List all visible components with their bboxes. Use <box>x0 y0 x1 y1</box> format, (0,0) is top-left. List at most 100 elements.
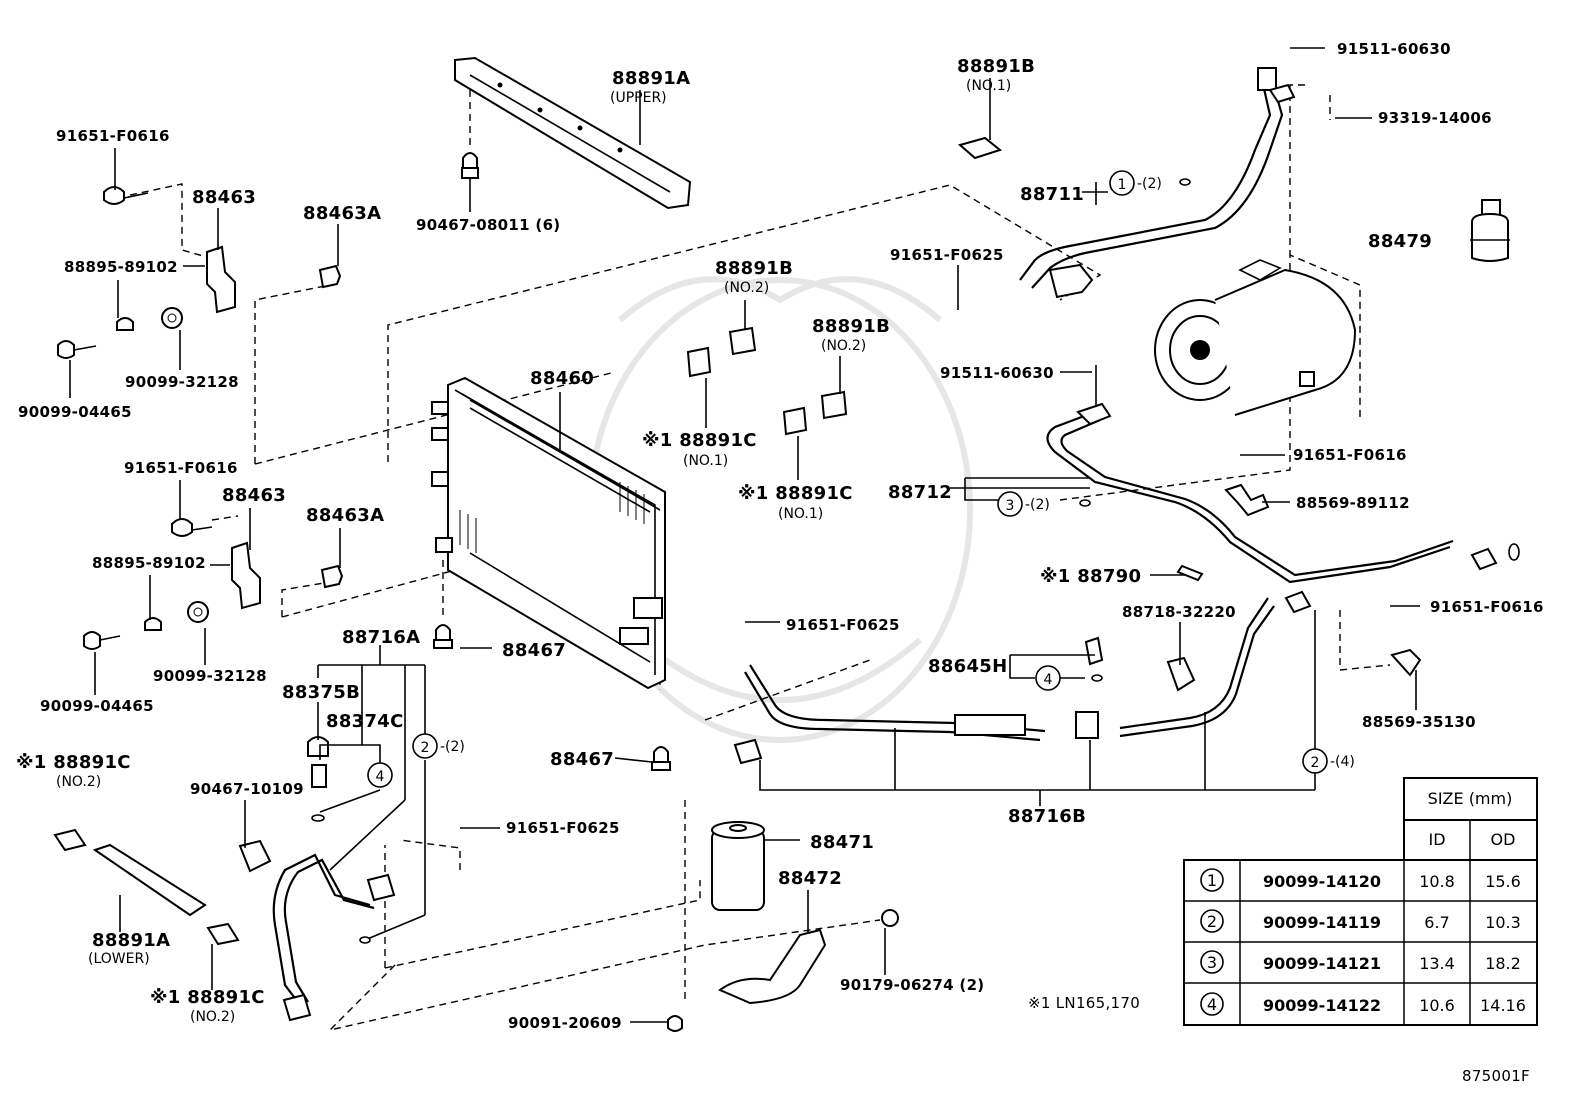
label-90099-32128-b: 90099-32128 <box>153 667 267 685</box>
table-col-od: OD <box>1491 830 1516 849</box>
label-88891A-lower-sub: (LOWER) <box>88 951 150 967</box>
label-88463-b: 88463 <box>222 485 286 506</box>
label-91651-F0625-c: 91651-F0625 <box>506 819 620 837</box>
label-88463A-a: 88463A <box>303 203 381 224</box>
footnote: ※1 LN165,170 <box>1028 994 1140 1012</box>
label-88479: 88479 <box>1368 231 1432 252</box>
label-88891B-no1: 88891B <box>957 56 1035 77</box>
table-cell-id: 10.8 <box>1419 872 1455 891</box>
label-88891A-upper: 88891A <box>612 68 690 89</box>
label-88891A-upper-sub: (UPPER) <box>610 90 667 106</box>
label-88569-35130: 88569-35130 <box>1362 713 1476 731</box>
label-88891C-no1-a: ※1 88891C <box>642 430 757 451</box>
table-cell-mark: 2 <box>1207 912 1217 931</box>
label-91511-60630-mid: 91511-60630 <box>940 364 1054 382</box>
label-88375B: 88375B <box>282 682 360 703</box>
label-88891B-no2-b-sub: (NO.2) <box>821 338 866 354</box>
label-88471: 88471 <box>810 832 874 853</box>
ref-88716B-qty: -(4) <box>1330 754 1355 770</box>
table-row: 2 90099-14119 6.7 10.3 <box>1200 909 1521 933</box>
rubber-pads <box>686 136 1003 436</box>
label-88891B-no2-a: 88891B <box>715 258 793 279</box>
table-cell-part: 90099-14119 <box>1263 913 1381 932</box>
ref-88374C-num: 4 <box>376 769 385 785</box>
table-cell-od: 14.16 <box>1480 996 1526 1015</box>
label-88895-89102-b: 88895-89102 <box>92 554 206 572</box>
table-cell-od: 18.2 <box>1485 954 1521 973</box>
label-88718-32220: 88718-32220 <box>1122 603 1236 621</box>
label-88472: 88472 <box>778 868 842 889</box>
part-labels: 88891A (UPPER) 90467-08011 (6) 88891B (N… <box>16 40 1543 1085</box>
ref-88716B-num: 2 <box>1311 755 1320 771</box>
label-88891C-no2-b-sub: (NO.2) <box>190 1009 235 1025</box>
label-91651-F0616-c: 91651-F0616 <box>1293 446 1407 464</box>
hose-88716A <box>238 839 396 1022</box>
label-88712: 88712 <box>888 482 952 503</box>
ref-88711-qty: -(2) <box>1137 176 1162 192</box>
grommets-88467 <box>433 560 671 771</box>
ref-88712-qty: -(2) <box>1025 497 1050 513</box>
table-row: 4 90099-14122 10.6 14.16 <box>1200 992 1526 1016</box>
label-88891B-no2-b: 88891B <box>812 316 890 337</box>
table-cell-part: 90099-14120 <box>1263 872 1381 891</box>
label-88891C-no1-b-sub: (NO.1) <box>778 506 823 522</box>
table-cell-part: 90099-14122 <box>1263 996 1381 1015</box>
compressor <box>1154 259 1357 416</box>
label-88467-a: 88467 <box>502 640 566 661</box>
label-90091-20609: 90091-20609 <box>508 1014 622 1032</box>
upper-support-bracket <box>454 56 692 210</box>
label-88891B-no2-a-sub: (NO.2) <box>724 280 769 296</box>
label-88463A-b: 88463A <box>306 505 384 526</box>
table-cell-id: 10.6 <box>1419 996 1455 1015</box>
ref-88711-num: 1 <box>1118 177 1127 193</box>
table-row: 1 90099-14120 10.8 15.6 <box>1200 868 1521 892</box>
label-90467-08011: 90467-08011 (6) <box>416 216 560 234</box>
label-88895-89102-a: 88895-89102 <box>64 258 178 276</box>
lower-left-pads <box>53 828 240 946</box>
table-cell-part: 90099-14121 <box>1263 954 1381 973</box>
table-cell-mark: 1 <box>1207 871 1217 890</box>
label-88467-b: 88467 <box>550 749 614 770</box>
label-88716B: 88716B <box>1008 806 1086 827</box>
diagram-id: 875001F <box>1462 1067 1530 1085</box>
label-88463-a: 88463 <box>192 187 256 208</box>
table-row: 3 90099-14121 13.4 18.2 <box>1200 950 1521 974</box>
table-title: SIZE (mm) <box>1428 789 1513 808</box>
label-91511-60630-top: 91511-60630 <box>1337 40 1451 58</box>
receiver-drier <box>711 821 765 911</box>
label-88716A: 88716A <box>342 627 420 648</box>
label-91651-F0625-b: 91651-F0625 <box>786 616 900 634</box>
table-cell-id: 6.7 <box>1424 913 1449 932</box>
label-88711: 88711 <box>1020 184 1084 205</box>
label-93319-14006: 93319-14006 <box>1378 109 1492 127</box>
label-88569-89112: 88569-89112 <box>1296 494 1410 512</box>
fittings-88375B-88374C <box>307 736 329 822</box>
left-lower-clamp-group <box>83 515 344 650</box>
hose-88712 <box>1046 402 1520 584</box>
label-90179-06274: 90179-06274 (2) <box>840 976 984 994</box>
label-90099-04465-a: 90099-04465 <box>18 403 132 421</box>
left-upper-clamp-group <box>57 183 342 359</box>
label-88374C: 88374C <box>326 711 404 732</box>
ref-88716A-qty: -(2) <box>440 739 465 755</box>
leader-lines <box>69 47 1510 1023</box>
table-cell-od: 10.3 <box>1485 913 1521 932</box>
label-88891C-no2-a-sub: (NO.2) <box>56 774 101 790</box>
label-90467-10109: 90467-10109 <box>190 780 304 798</box>
label-88891C-no1-b: ※1 88891C <box>738 483 853 504</box>
label-91651-F0616-b: 91651-F0616 <box>124 459 238 477</box>
ref-88716A-num: 2 <box>421 740 430 756</box>
label-90099-04465-b: 90099-04465 <box>40 697 154 715</box>
label-88891C-no1-a-sub: (NO.1) <box>683 453 728 469</box>
ref-88712-num: 3 <box>1006 498 1015 514</box>
table-cell-od: 15.6 <box>1485 872 1521 891</box>
condenser <box>431 376 666 690</box>
table-cell-mark: 4 <box>1207 995 1217 1014</box>
label-88891A-lower: 88891A <box>92 930 170 951</box>
label-91651-F0616-a: 91651-F0616 <box>56 127 170 145</box>
table-cell-id: 13.4 <box>1419 954 1455 973</box>
hose-88716B <box>733 590 1312 765</box>
label-91651-F0625-a: 91651-F0625 <box>890 246 1004 264</box>
oil-cap-88479 <box>1471 199 1509 262</box>
